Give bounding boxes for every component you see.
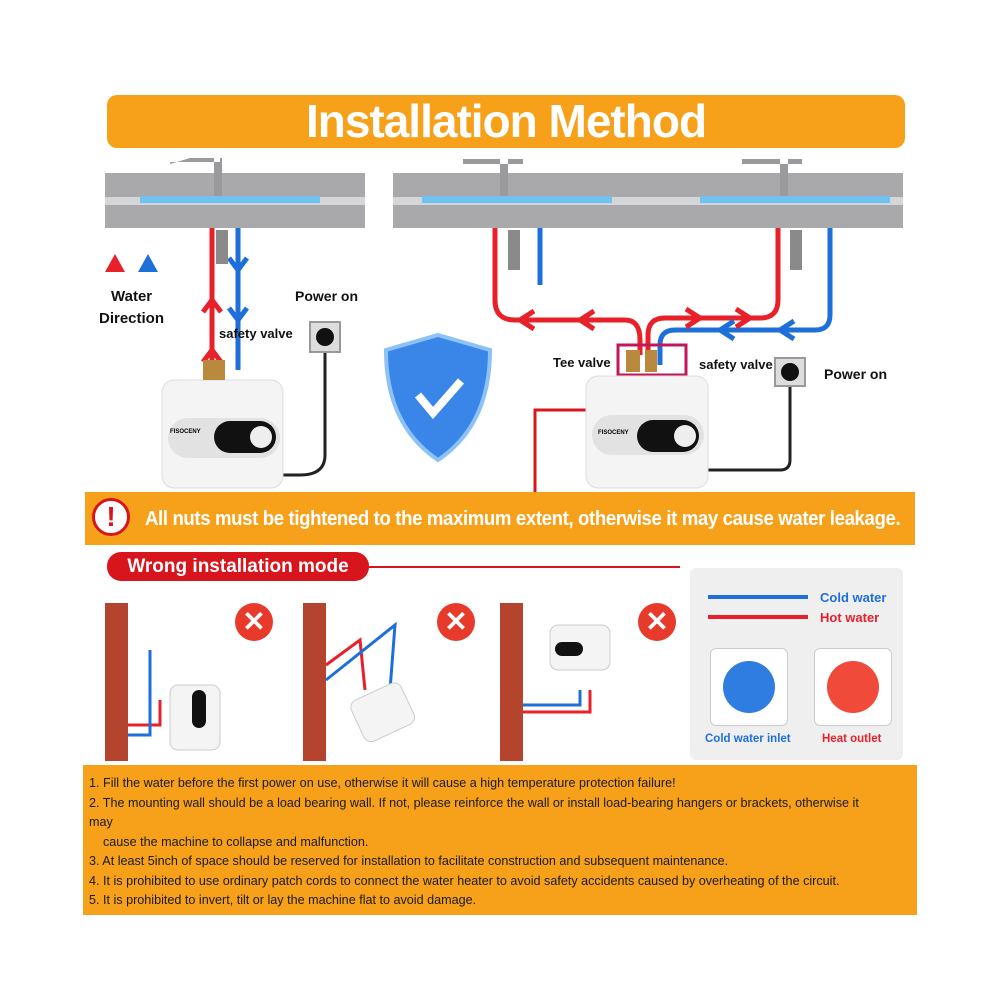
note-item: 3. At least 5inch of space should be res…	[89, 854, 729, 868]
right-water-heater	[585, 375, 709, 489]
wrong-install-2	[325, 621, 415, 743]
wrong-install-1	[128, 650, 221, 751]
legend-panel: Cold water Hot water Cold water inlet He…	[690, 568, 903, 760]
brand-label: FISOCENY	[598, 430, 629, 436]
hot-water-label: Hot water	[820, 610, 880, 625]
left-counter	[105, 158, 365, 228]
warning-text: All nuts must be tightened to the maximu…	[145, 508, 901, 530]
cold-water-line	[708, 595, 808, 599]
safety-valve-label: safety valve	[219, 326, 293, 341]
wrong-x-icon: ✕	[437, 603, 475, 641]
brand-label: FISOCENY	[170, 429, 201, 435]
cold-water-label: Cold water	[820, 590, 887, 605]
tee-valve-label: Tee valve	[553, 355, 611, 370]
wrong-installation-heading: Wrong installation mode	[107, 552, 369, 581]
left-water-heater	[161, 360, 284, 489]
wrong-x-icon: ✕	[235, 603, 273, 641]
note-item: 5. It is prohibited to invert, tilt or l…	[89, 893, 477, 907]
note-item: 4. It is prohibited to use ordinary patc…	[89, 873, 840, 888]
note-item: may	[89, 815, 113, 829]
power-on-label: Power on	[295, 288, 359, 304]
left-pipes	[105, 228, 341, 477]
right-counter	[393, 159, 903, 228]
cold-inlet-label: Cold water inlet	[705, 733, 791, 745]
page-title: Installation Method	[107, 95, 905, 148]
warning-banner	[85, 492, 915, 545]
note-item: cause the machine to collapse and malfun…	[103, 834, 369, 849]
warning-icon: !	[92, 498, 130, 536]
wrong-x-icon: ✕	[638, 603, 676, 641]
heat-outlet-cap-icon	[814, 648, 892, 726]
cold-inlet-cap-icon	[710, 648, 788, 726]
installation-notes: 1. Fill the water before the first power…	[83, 765, 917, 915]
hot-water-line	[708, 615, 808, 619]
water-direction-label: Water	[111, 288, 153, 305]
power-on-label: Power on	[824, 366, 888, 382]
water-direction-label: Direction	[99, 310, 165, 327]
wrong-install-3	[523, 624, 611, 714]
heat-outlet-label: Heat outlet	[822, 733, 882, 745]
brick-walls	[105, 603, 523, 761]
note-item: 1. Fill the water before the first power…	[89, 776, 676, 790]
safety-valve-label: safety valve	[699, 357, 773, 372]
note-item: 2. The mounting wall should be a load be…	[89, 795, 859, 810]
shield-check-icon	[383, 332, 493, 463]
